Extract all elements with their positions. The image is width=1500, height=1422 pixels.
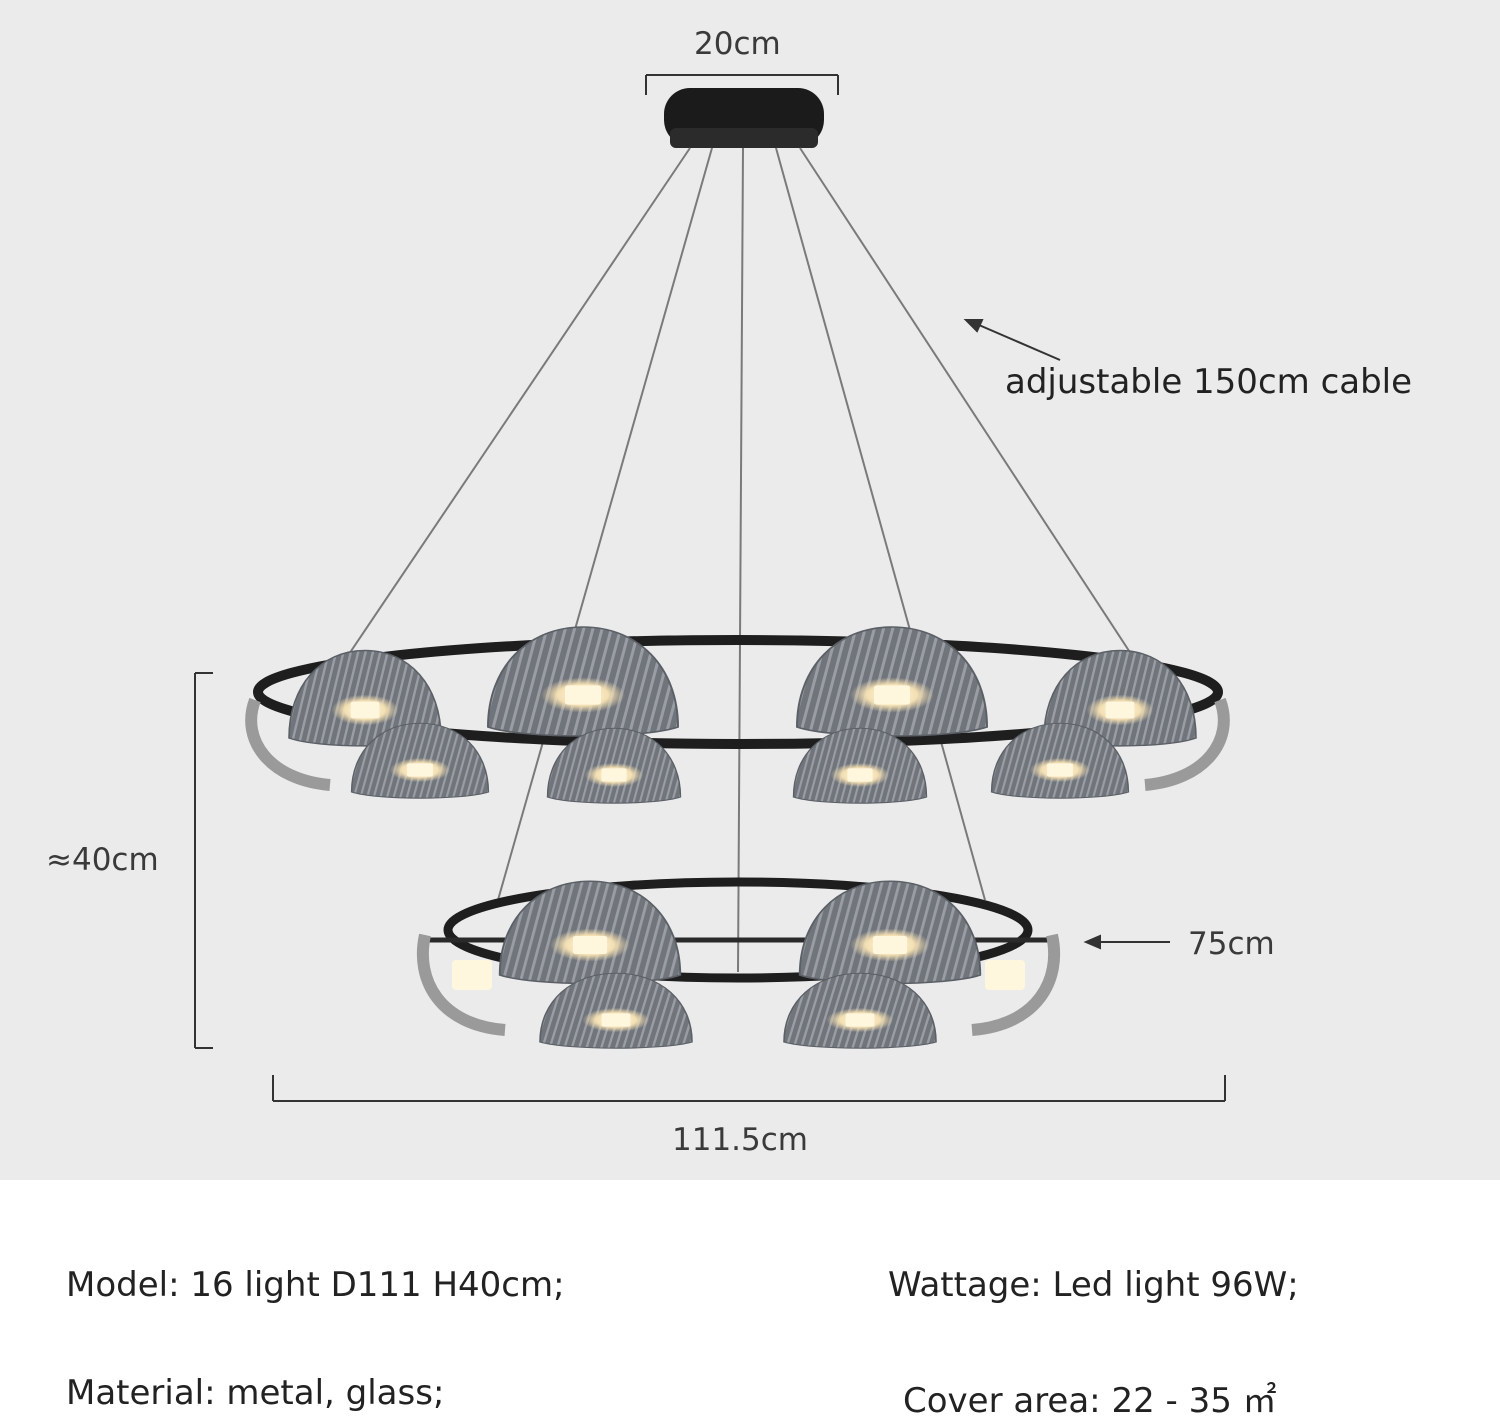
- spec-model: Model: 16 light D111 H40cm;: [66, 1265, 565, 1305]
- suspension-cables: [344, 147, 1136, 973]
- spec-wattage: Wattage: Led light 96W;: [888, 1265, 1299, 1305]
- cable-length-label: adjustable 150cm cable: [1005, 362, 1413, 402]
- lower-ring-diameter-label: 75cm: [1188, 926, 1275, 962]
- chandelier-diagram: [194, 74, 1230, 1102]
- canopy-width-label: 20cm: [694, 26, 781, 62]
- spec-material: Material: metal, glass;: [66, 1373, 445, 1413]
- lower-shades: [416, 880, 1061, 1049]
- product-diagram-panel: 20cm adjustable 150cm cable ≈40cm 75cm 1…: [0, 0, 1500, 1180]
- cable-pointer-arrow: [963, 319, 1061, 361]
- ceiling-canopy: [664, 88, 824, 148]
- canopy-dimension-line: [645, 74, 839, 95]
- upper-shades: [245, 626, 1230, 804]
- height-label: ≈40cm: [46, 842, 159, 878]
- height-dimension-line: [194, 672, 213, 1049]
- upper-ring: [253, 635, 1223, 749]
- total-width-label: 111.5cm: [672, 1122, 808, 1158]
- lower-ring-pointer-arrow: [1083, 934, 1170, 950]
- width-dimension-line: [272, 1075, 1226, 1102]
- spec-cover-area: Cover area: 22 - 35 ㎡: [903, 1381, 1277, 1421]
